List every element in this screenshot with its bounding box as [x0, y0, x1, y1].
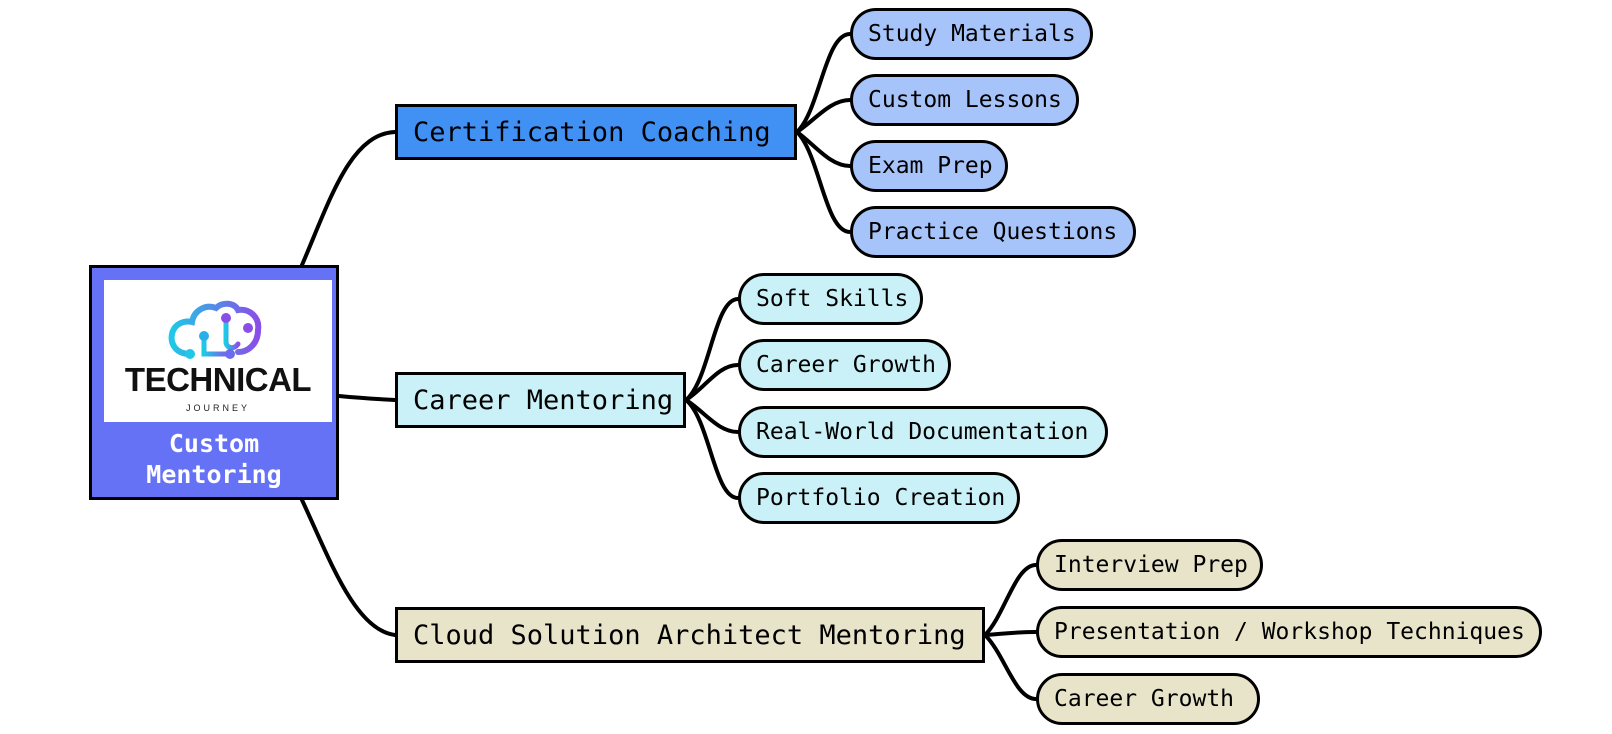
logo-subtitle: JOURNEY [185, 403, 250, 413]
leaf-exam-prep[interactable]: Exam Prep [850, 140, 1008, 192]
connector-b2-leaf-1 [684, 297, 740, 402]
branch-cloud-solution-architect-mentoring[interactable]: Cloud Solution Architect Mentoring [395, 607, 985, 663]
leaf-practice-questions[interactable]: Practice Questions [850, 206, 1136, 258]
leaf-presentation-workshop-techniques[interactable]: Presentation / Workshop Techniques [1036, 606, 1542, 658]
leaf-custom-lessons[interactable]: Custom Lessons [850, 74, 1079, 126]
leaf-portfolio-creation[interactable]: Portfolio Creation [738, 472, 1020, 524]
leaf-soft-skills[interactable]: Soft Skills [738, 273, 923, 325]
connector-b2-leaf-4 [684, 398, 740, 500]
connector-root-branch-2 [337, 394, 397, 402]
leaf-real-world-documentation[interactable]: Real-World Documentation [738, 406, 1108, 458]
logo-wordmark: TECHNICAL [124, 361, 312, 398]
branch-career-mentoring[interactable]: Career Mentoring [395, 372, 686, 428]
connector-root-branch-3 [300, 498, 397, 637]
connector-b3-leaf-3 [983, 633, 1038, 701]
connector-b1-leaf-4 [795, 130, 852, 234]
connector-b3-leaf-1 [983, 563, 1038, 637]
connector-b2-leaf-3 [684, 398, 740, 434]
leaf-career-growth-2[interactable]: Career Growth [1036, 673, 1260, 725]
leaf-interview-prep[interactable]: Interview Prep [1036, 539, 1263, 591]
connector-b2-leaf-2 [684, 363, 740, 402]
logo: TECHNICAL JOURNEY [104, 280, 332, 422]
connector-b1-leaf-2 [795, 98, 852, 134]
leaf-study-materials[interactable]: Study Materials [850, 8, 1093, 60]
connector-root-branch-1 [300, 130, 397, 267]
cloud-circuit-icon [168, 300, 262, 359]
root-label-line: Custom [168, 429, 260, 458]
root-label-line: Mentoring [146, 460, 282, 489]
connector-b1-leaf-1 [795, 32, 852, 134]
branch-certification-coaching[interactable]: Certification Coaching [395, 104, 797, 160]
leaf-career-growth[interactable]: Career Growth [738, 339, 951, 391]
connector-b1-leaf-3 [795, 130, 852, 168]
connector-b3-leaf-2 [983, 630, 1038, 637]
